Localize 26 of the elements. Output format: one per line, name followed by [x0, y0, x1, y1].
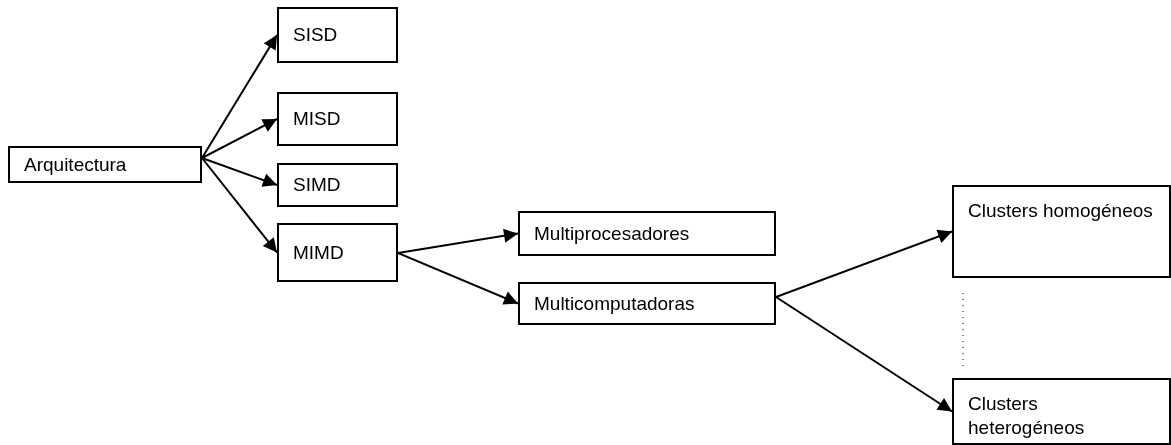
process-box — [277, 7, 398, 63]
node-label: Clusters homogéneos — [968, 199, 1153, 223]
arrow — [397, 228, 519, 254]
arrow — [201, 34, 278, 159]
node-label: SISD — [293, 23, 338, 47]
arrow — [397, 252, 519, 305]
arrow — [201, 157, 278, 187]
process-box — [8, 146, 202, 183]
process-box — [518, 282, 776, 325]
node-label: Arquitectura — [24, 152, 127, 177]
process-box — [952, 185, 1171, 278]
arrow — [775, 296, 953, 413]
arrow — [775, 229, 953, 298]
process-box — [277, 163, 398, 207]
arrow — [201, 157, 278, 254]
arrow — [201, 118, 278, 159]
node-label: SIMD — [293, 173, 341, 197]
process-box — [277, 223, 398, 282]
node-label: Multiprocesadores — [534, 221, 690, 246]
process-box — [518, 211, 776, 256]
node-label: Multicomputadoras — [534, 291, 695, 316]
process-box — [952, 378, 1171, 445]
process-box — [277, 92, 398, 146]
node-label: MIMD — [293, 240, 344, 265]
node-label: Clusters heterogéneos — [968, 392, 1086, 440]
node-label: MISD — [293, 107, 341, 131]
